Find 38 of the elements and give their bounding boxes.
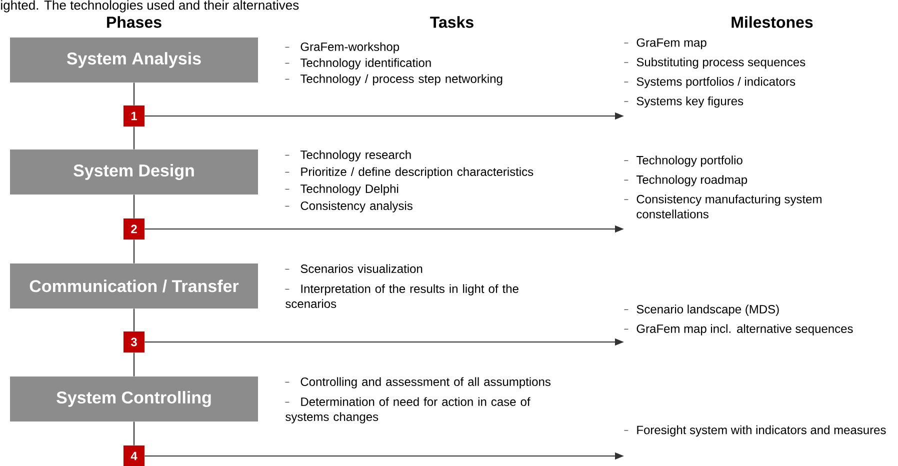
milestone-item: GraFem map xyxy=(636,38,706,50)
milestone-item: GraFem map incl. alternative sequences xyxy=(636,324,853,336)
connector-line xyxy=(133,194,135,218)
task-item: Technology identification xyxy=(284,58,431,70)
phase-box: System Analysis xyxy=(10,38,258,82)
milestone-item: Foresight system with indicators and measures xyxy=(637,425,886,437)
task-item: GraFem-workshop xyxy=(284,42,400,54)
connector-line xyxy=(133,126,135,150)
task-item: Scenarios visualization xyxy=(284,264,422,273)
connector-line xyxy=(133,308,135,332)
milestone-number: 4 xyxy=(124,446,144,466)
phase-box: Communication / Transfer xyxy=(10,264,258,308)
milestone-item: Consistency manufacturing system constellations xyxy=(636,194,822,218)
column-heading: Tasks xyxy=(430,16,474,28)
connector-line xyxy=(133,422,135,446)
phase-box: System Design xyxy=(10,150,258,194)
connector-line xyxy=(133,352,135,376)
task-item: Interpretation of the results in light of the scenarios xyxy=(284,284,518,308)
task-item: Controlling and assessment of all assumptions xyxy=(284,377,550,388)
task-item: Technology / process step networking xyxy=(284,74,502,86)
milestone-number: 3 xyxy=(124,332,144,352)
connector-line xyxy=(133,240,135,264)
milestone-item: Technology portfolio xyxy=(636,156,742,167)
phase-box: System Controlling xyxy=(10,376,258,422)
task-item: Consistency analysis xyxy=(284,201,412,212)
milestone-number: 1 xyxy=(124,106,144,126)
task-item: Technology research xyxy=(284,150,411,162)
milestone-item: Systems key figures xyxy=(636,96,744,108)
connector-line xyxy=(133,82,135,106)
milestone-number: 2 xyxy=(124,218,144,240)
milestone-item: Scenario landscape (MDS) xyxy=(636,304,779,316)
caption-text: ighted. The technologies used and their alternatives xyxy=(1,0,299,12)
task-item: Technology Delphi xyxy=(284,184,398,196)
milestone-item: Substituting process sequences xyxy=(636,58,806,69)
task-item: Determination of need for action in case of systems changes xyxy=(284,397,530,424)
milestone-item: Technology roadmap xyxy=(636,175,748,186)
task-item: Prioritize / define description characteristics xyxy=(284,167,534,178)
milestone-item: Systems portfolios / indicators xyxy=(636,77,796,88)
